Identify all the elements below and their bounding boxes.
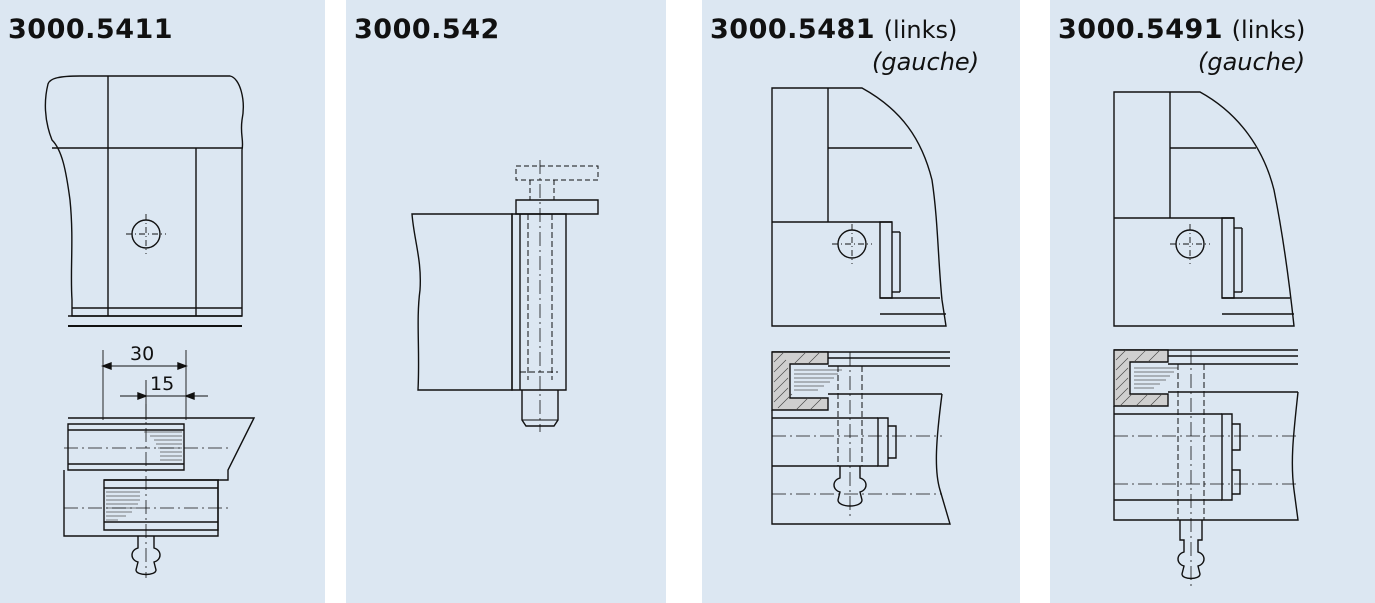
part-outline — [45, 76, 243, 316]
part-note: (links) — [883, 16, 958, 44]
technical-drawing-3000-5481 — [702, 0, 1020, 603]
part-code: 3000.542 — [354, 14, 500, 45]
part-note: (links) — [1231, 16, 1306, 44]
dimension-30: 30 — [130, 343, 154, 365]
dimension-15: 15 — [150, 373, 174, 395]
panel-title: 3000.5491 (links) — [1058, 14, 1305, 45]
panel-3000-5411: 3000.5411 30 15 — [0, 0, 325, 603]
part-code: 3000.5491 — [1058, 14, 1224, 45]
panel-3000-542: 3000.542 — [346, 0, 666, 603]
part-code: 3000.5481 — [710, 14, 876, 45]
panel-3000-5491: 3000.5491 (links) (gauche) — [1050, 0, 1375, 603]
part-code: 3000.5411 — [8, 14, 174, 45]
panel-title: 3000.5411 — [8, 14, 173, 45]
part-subtitle: (gauche) — [1198, 48, 1306, 76]
panel-title: 3000.5481 (links) — [710, 14, 957, 45]
part-subtitle: (gauche) — [872, 48, 980, 76]
panel-3000-5481: 3000.5481 (links) (gauche) — [702, 0, 1020, 603]
technical-drawing-3000-5411: 30 15 — [0, 0, 325, 603]
technical-drawing-3000-542 — [346, 0, 666, 603]
panel-title: 3000.542 — [354, 14, 500, 45]
technical-drawing-3000-5491 — [1050, 0, 1375, 603]
